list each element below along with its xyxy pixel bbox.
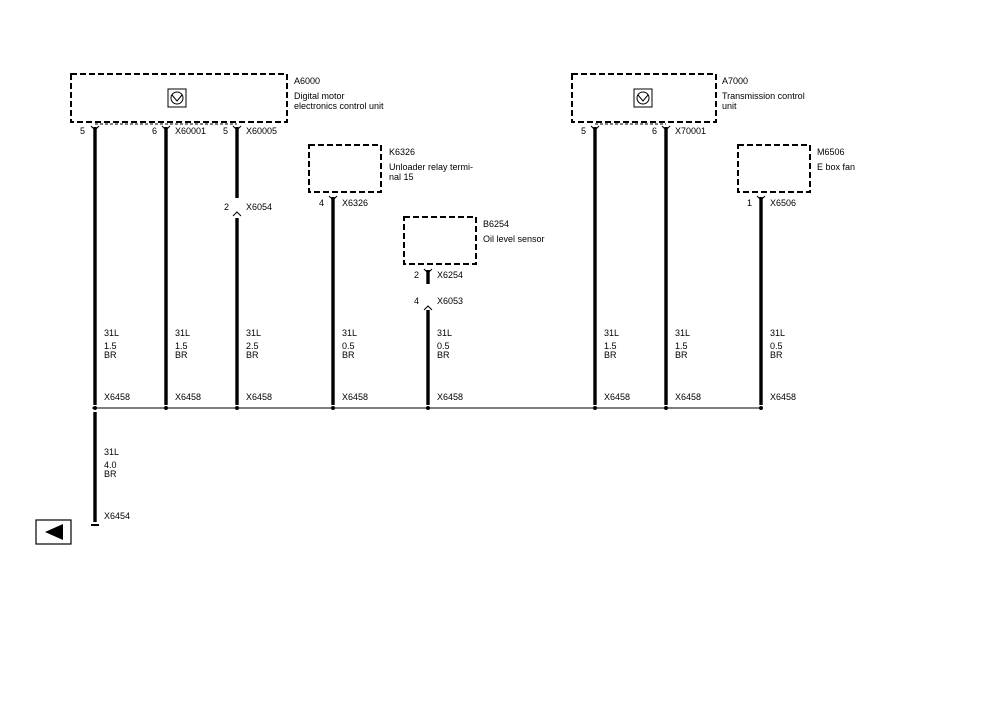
svg-text:BR: BR <box>675 350 688 360</box>
splice-label: X6458 <box>604 392 630 402</box>
pin-number: 4 <box>319 198 324 208</box>
pin-number: 2 <box>414 270 419 280</box>
svg-text:31L: 31L <box>604 328 619 338</box>
ground-connector-label: X6454 <box>104 511 130 521</box>
splice-label: X6458 <box>175 392 201 402</box>
pin-number: 6 <box>652 126 657 136</box>
svg-text:31L: 31L <box>104 447 119 457</box>
pin-number: 1 <box>747 198 752 208</box>
pin-number: 5 <box>581 126 586 136</box>
splice-label: X6458 <box>104 392 130 402</box>
svg-text:1.5: 1.5 <box>675 341 688 351</box>
component-box-a7000[interactable] <box>571 73 717 123</box>
component-label-a7000-line2: unit <box>722 101 737 111</box>
wire-spec-8: 31L 0.5 BR <box>770 328 785 360</box>
svg-text:1.5: 1.5 <box>104 341 117 351</box>
svg-text:31L: 31L <box>342 328 357 338</box>
svg-text:31L: 31L <box>770 328 785 338</box>
wire-spec-7: 31L 1.5 BR <box>675 328 690 360</box>
ecu-icon <box>167 88 187 108</box>
component-id-a7000: A7000 <box>722 76 748 86</box>
component-id-a6000: A6000 <box>294 76 320 86</box>
component-box-m6506[interactable] <box>737 144 811 193</box>
wire-spec-4: 31L 0.5 BR <box>342 328 357 360</box>
svg-text:4.0: 4.0 <box>104 460 117 470</box>
connector-label: X60001 <box>175 126 206 136</box>
svg-text:31L: 31L <box>246 328 261 338</box>
wire-spec-6: 31L 1.5 BR <box>604 328 619 360</box>
wire-spec-5: 31L 0.5 BR <box>437 328 452 360</box>
ecu-icon <box>633 88 653 108</box>
svg-text:31L: 31L <box>104 328 119 338</box>
connector-label: X6506 <box>770 198 796 208</box>
back-arrow-button[interactable] <box>35 519 72 545</box>
component-label-k6326-line1: Unloader relay termi- <box>389 162 473 172</box>
connector-label: X6054 <box>246 202 272 212</box>
connector-chevrons <box>90 125 766 311</box>
connector-label: X60005 <box>246 126 277 136</box>
pin-number: 2 <box>224 202 229 212</box>
component-label-a7000-line1: Transmission control <box>722 91 805 101</box>
connector-label: X6326 <box>342 198 368 208</box>
component-id-m6506: M6506 <box>817 147 845 157</box>
wire-spec-1: 31L 1.5 BR <box>104 328 119 360</box>
component-id-b6254: B6254 <box>483 219 509 229</box>
splice-label: X6458 <box>437 392 463 402</box>
component-label-m6506: E box fan <box>817 162 855 172</box>
svg-text:0.5: 0.5 <box>342 341 355 351</box>
splice-label: X6458 <box>675 392 701 402</box>
pin-number: 6 <box>152 126 157 136</box>
component-box-a6000[interactable] <box>70 73 288 123</box>
svg-text:BR: BR <box>104 350 117 360</box>
svg-text:BR: BR <box>770 350 783 360</box>
component-label-a6000-line1: Digital motor <box>294 91 345 101</box>
svg-text:0.5: 0.5 <box>770 341 783 351</box>
svg-text:2.5: 2.5 <box>246 341 259 351</box>
splice-label: X6458 <box>342 392 368 402</box>
component-label-a6000-line2: electronics control unit <box>294 101 384 111</box>
wire-spec-3: 31L 2.5 BR <box>246 328 261 360</box>
svg-text:31L: 31L <box>437 328 452 338</box>
component-id-k6326: K6326 <box>389 147 415 157</box>
component-label-k6326-line2: nal 15 <box>389 172 414 182</box>
svg-text:1.5: 1.5 <box>604 341 617 351</box>
svg-text:1.5: 1.5 <box>175 341 188 351</box>
component-label-b6254: Oil level sensor <box>483 234 545 244</box>
svg-text:BR: BR <box>175 350 188 360</box>
svg-text:31L: 31L <box>675 328 690 338</box>
wire-spec-2: 31L 1.5 BR <box>175 328 190 360</box>
splice-dots <box>93 406 763 410</box>
pin-number: 4 <box>414 296 419 306</box>
svg-text:0.5: 0.5 <box>437 341 450 351</box>
splice-label: X6458 <box>246 392 272 402</box>
svg-text:BR: BR <box>437 350 450 360</box>
svg-text:BR: BR <box>604 350 617 360</box>
connector-label: X6053 <box>437 296 463 306</box>
svg-text:BR: BR <box>342 350 355 360</box>
connector-label: X70001 <box>675 126 706 136</box>
pin-number: 5 <box>223 126 228 136</box>
splice-label: X6458 <box>770 392 796 402</box>
connector-label: X6254 <box>437 270 463 280</box>
svg-text:BR: BR <box>104 469 117 479</box>
component-box-b6254[interactable] <box>403 216 477 265</box>
svg-text:BR: BR <box>246 350 259 360</box>
triangle-left-icon <box>45 524 63 540</box>
svg-text:31L: 31L <box>175 328 190 338</box>
pin-number: 5 <box>80 126 85 136</box>
wire-spec-ground: 31L 4.0 BR <box>104 447 119 479</box>
component-box-k6326[interactable] <box>308 144 382 193</box>
